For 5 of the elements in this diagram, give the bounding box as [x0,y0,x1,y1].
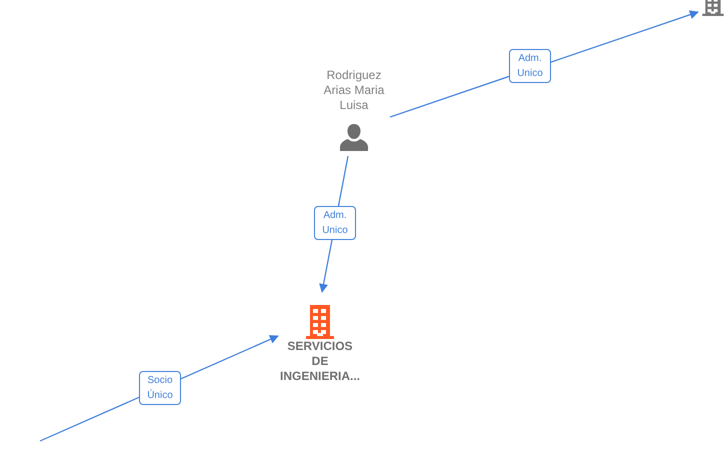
edge-label: Adm. Unico [509,49,551,83]
person-name: Rodriguez Arias Maria Luisa [322,68,386,113]
edge-label: Socio Único [139,371,181,405]
company-name: SERVICIOS DE INGENIERIA... [278,339,361,384]
edge-label: Adm. Unico [314,206,356,240]
